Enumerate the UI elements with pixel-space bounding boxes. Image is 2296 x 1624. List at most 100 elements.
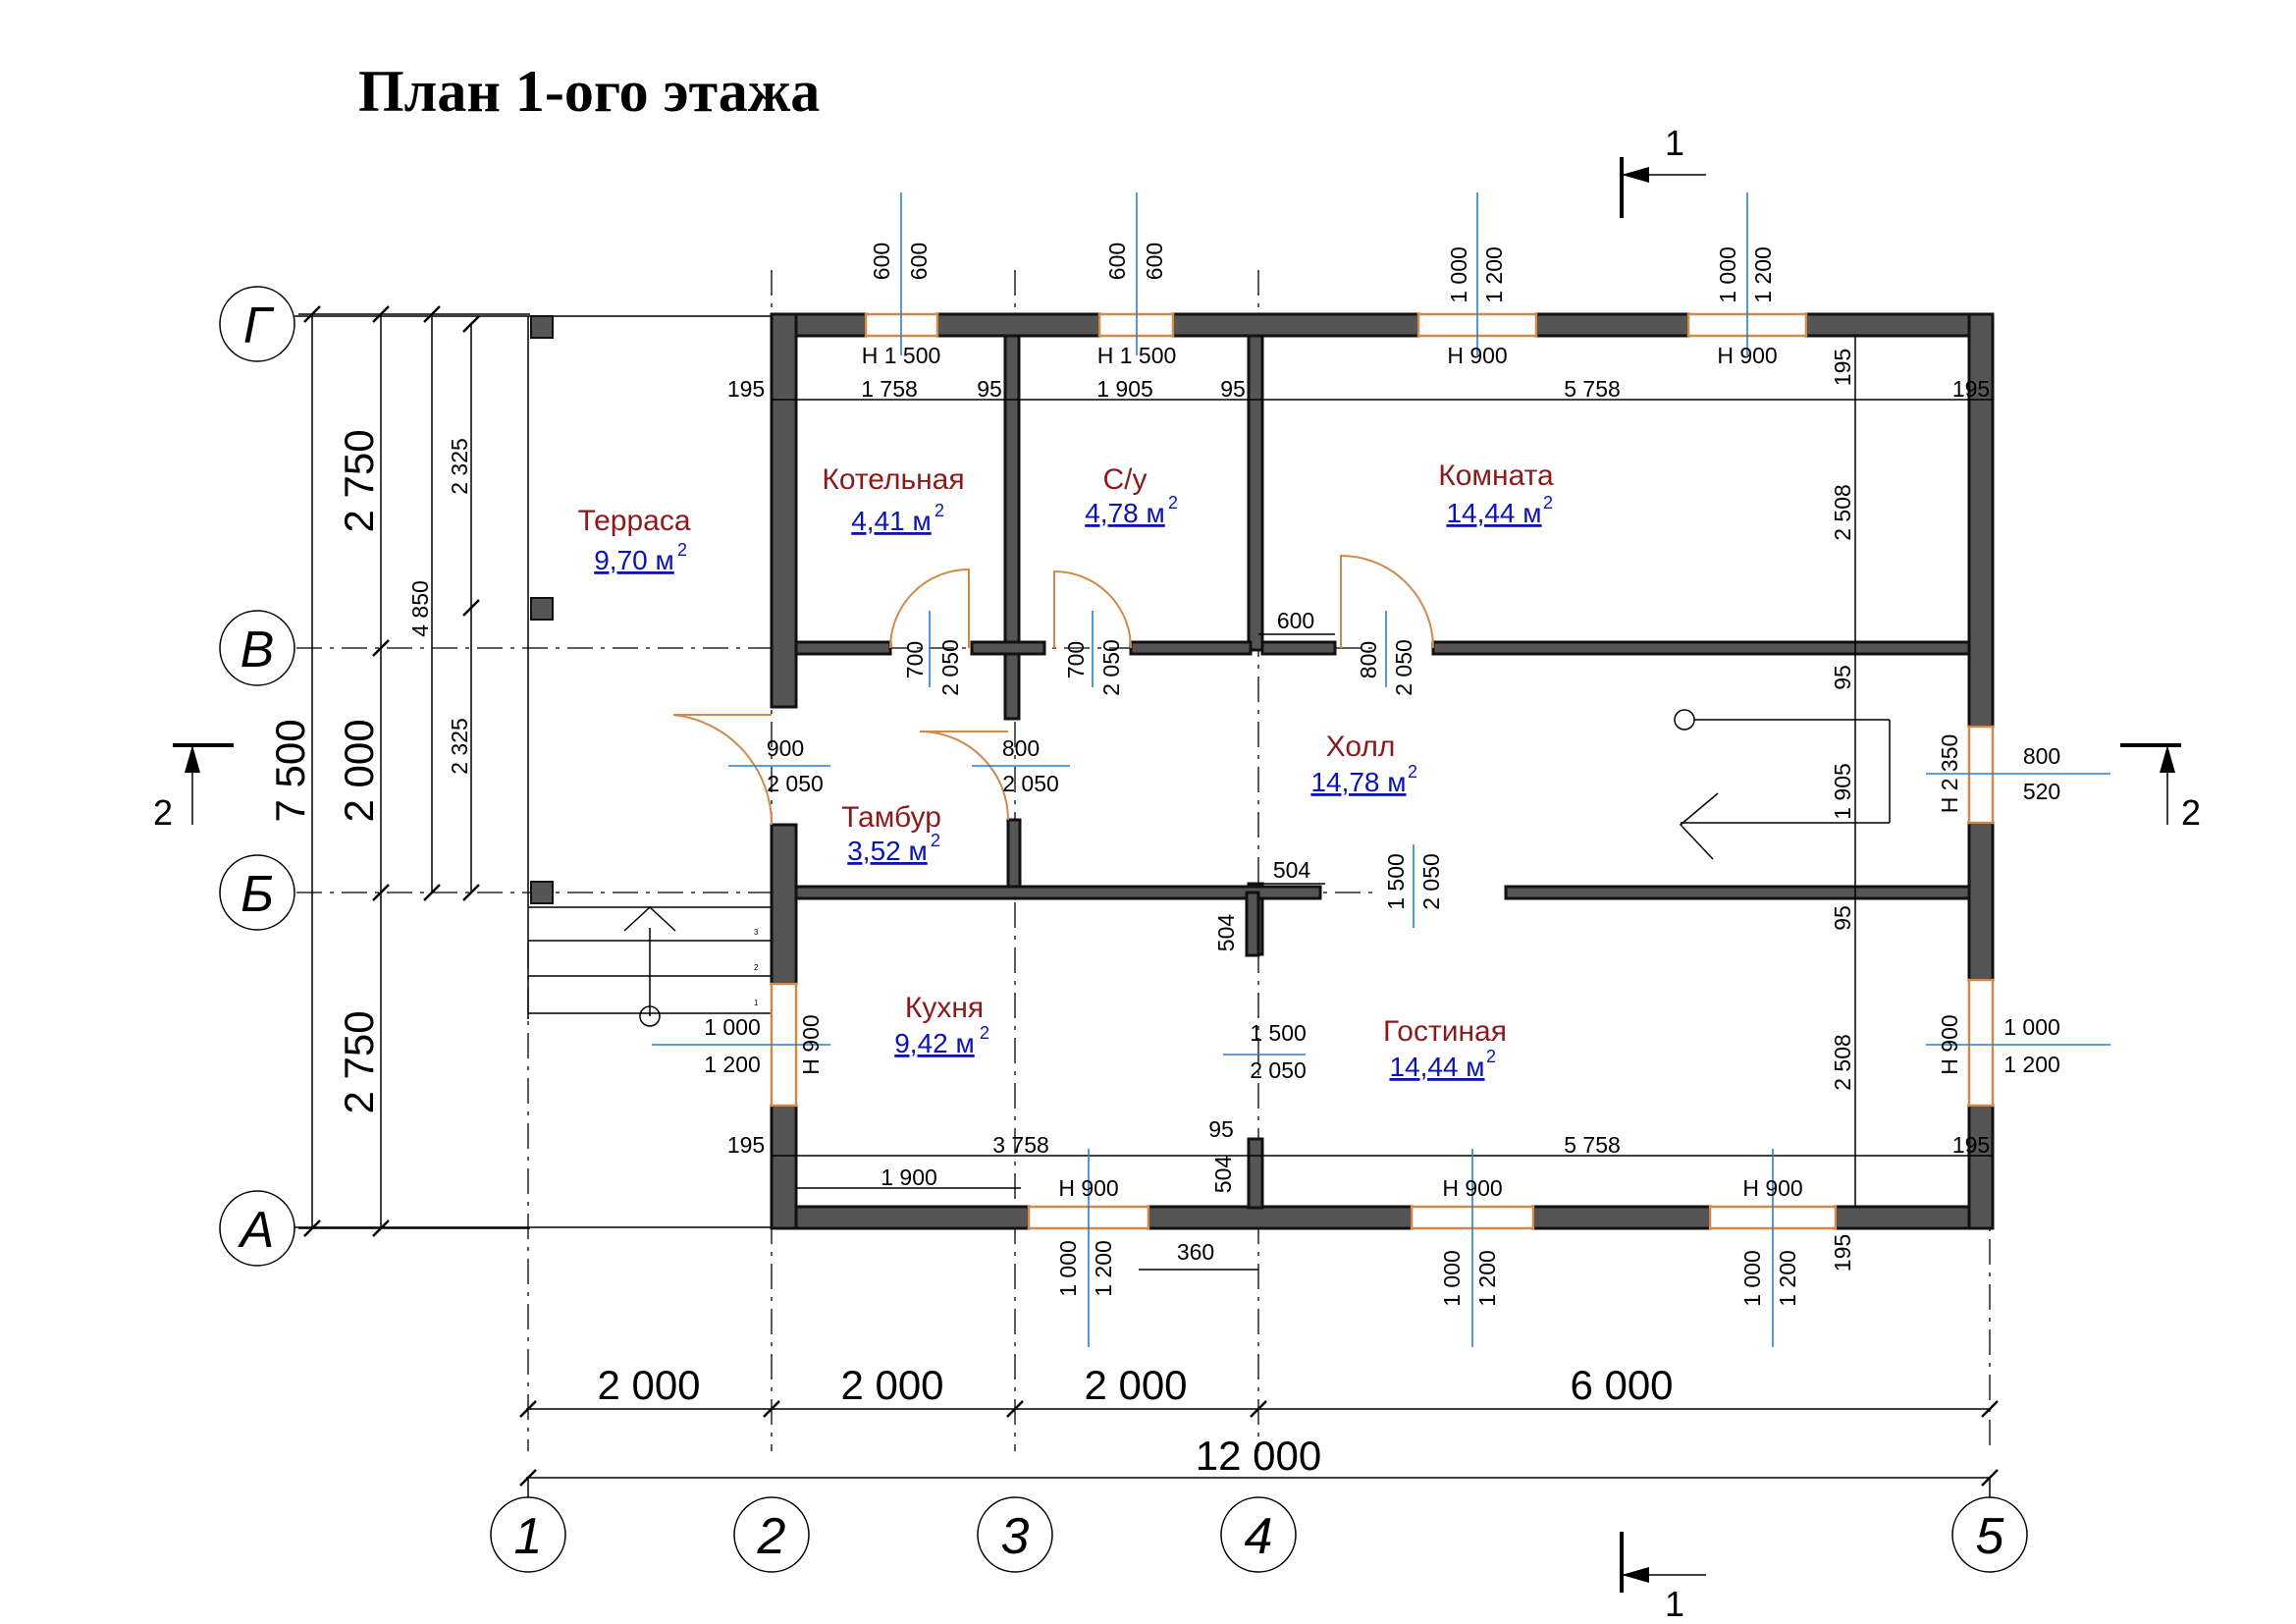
svg-text:2 050: 2 050 [937,639,963,696]
dim-total: 12 000 [1196,1433,1321,1479]
svg-text:1 758: 1 758 [861,376,918,402]
room-bedroom: Комната 14,44 м 2 [1438,460,1554,528]
dim-left-total: 7 500 [267,719,313,822]
area-superscript: 2 [677,540,687,560]
axis-bubble-1: 1 [490,1496,566,1573]
axis-bubble-3: 3 [977,1496,1053,1573]
svg-text:Н 900: Н 900 [1717,343,1777,368]
svg-text:2: 2 [757,1508,786,1565]
svg-text:520: 520 [2023,779,2060,804]
dim-span: 2 000 [1084,1362,1187,1408]
dim-left-outer: 2 750 [336,1010,382,1113]
svg-text:2 050: 2 050 [1250,1057,1307,1083]
svg-text:195: 195 [1830,1234,1855,1272]
room-area: 14,78 м [1310,767,1406,797]
stair-step-label: 3 [754,928,759,937]
svg-text:800: 800 [1002,735,1040,761]
room-vestibule: Тамбур 3,52 м 2 [841,801,941,866]
svg-text:1 000: 1 000 [1715,246,1740,303]
svg-text:95: 95 [1208,1116,1234,1142]
dim-span: 2 000 [840,1362,943,1408]
svg-text:700: 700 [1063,641,1089,678]
dim-terrace: 2 325 [447,438,472,495]
dim-left: 2 750 2 000 2 750 7 500 2 325 2 325 4 85… [267,305,530,1237]
area-superscript: 2 [1543,493,1553,513]
room-name: Терраса [577,505,690,537]
axis-bubble-V: В [219,610,295,686]
section-cuts: 1 1 2 2 [153,123,2201,1624]
room-area: 14,44 м [1446,498,1541,528]
area-superscript: 2 [1486,1047,1496,1066]
cut2-right-label: 2 [2181,792,2201,833]
area-superscript: 2 [934,501,944,520]
svg-text:1 905: 1 905 [1830,763,1855,820]
svg-text:1 000: 1 000 [1446,246,1471,303]
cut1-bottom-label: 1 [1665,1584,1684,1624]
cut2-left-label: 2 [153,792,173,833]
svg-text:800: 800 [2023,743,2060,769]
svg-text:700: 700 [902,641,928,678]
cut1-top-label: 1 [1665,123,1684,163]
svg-text:А: А [238,1202,275,1259]
area-superscript: 2 [1408,762,1417,782]
room-area: 9,70 м [594,545,674,575]
svg-text:1 000: 1 000 [1739,1250,1765,1307]
room-area: 9,42 м [894,1028,975,1058]
svg-text:Н 1 500: Н 1 500 [1097,343,1177,368]
svg-text:1 200: 1 200 [704,1052,761,1077]
axis-grid [296,270,1991,1451]
svg-text:1 200: 1 200 [1481,246,1507,303]
doors [672,554,1434,826]
svg-text:195: 195 [1952,376,1990,402]
svg-text:504: 504 [1213,914,1239,952]
room-living: Гостиная 14,44 м 2 [1383,1015,1507,1082]
svg-text:1 200: 1 200 [1775,1250,1800,1307]
svg-text:600: 600 [1142,243,1167,280]
svg-text:3: 3 [1001,1508,1030,1565]
room-hall: Холл 14,78 м 2 [1310,731,1417,797]
svg-text:2 050: 2 050 [767,771,824,796]
room-name: Кухня [905,992,984,1024]
axis-bubbles: 1 2 3 4 5 Г В Б А [219,286,2028,1573]
stairs: 3 2 1 [528,905,772,1027]
svg-text:5 758: 5 758 [1564,376,1621,402]
svg-text:1 000: 1 000 [1055,1240,1081,1297]
room-name: Тамбур [841,801,941,834]
svg-text:3 758: 3 758 [992,1132,1049,1158]
svg-text:1: 1 [514,1508,543,1565]
svg-text:1 200: 1 200 [1091,1240,1116,1297]
room-kitchen: Кухня 9,42 м 2 [894,992,989,1058]
svg-text:1 200: 1 200 [1750,246,1776,303]
svg-text:Б: Б [240,866,274,923]
area-superscript: 2 [931,831,940,850]
stair-step-label: 2 [754,963,759,972]
axis-bubble-2: 2 [733,1496,810,1573]
room-area: 3,52 м [847,836,928,866]
svg-text:5 758: 5 758 [1564,1132,1621,1158]
svg-text:2 508: 2 508 [1830,1034,1855,1091]
dim-left-outer: 2 750 [336,429,382,532]
plan-title: План 1-ого этажа [358,59,820,124]
dim-span: 2 000 [597,1362,700,1408]
svg-text:1 200: 1 200 [1474,1250,1500,1307]
svg-text:Н 1 500: Н 1 500 [862,343,941,368]
room-boiler: Котельная 4,41 м 2 [822,463,964,536]
svg-text:Н 900: Н 900 [1742,1175,1802,1201]
terrace-post [530,597,554,621]
svg-text:600: 600 [1277,608,1314,633]
room-name: Котельная [822,463,964,496]
area-superscript: 2 [980,1023,989,1043]
svg-text:2 508: 2 508 [1830,484,1855,541]
dim-terrace: 2 325 [447,718,472,775]
svg-text:95: 95 [1830,665,1855,690]
axis-bubble-4: 4 [1220,1496,1297,1573]
svg-text:Г: Г [243,298,275,354]
room-name: Комната [1438,460,1554,492]
room-bathroom: С/у 4,78 м 2 [1085,463,1178,528]
svg-text:2 050: 2 050 [1418,853,1444,910]
svg-text:504: 504 [1273,857,1311,883]
svg-text:1 200: 1 200 [2003,1052,2060,1077]
room-name: Гостиная [1383,1015,1507,1048]
room-labels: Терраса 9,70 м 2 Котельная 4,41 м 2 С/у … [577,460,1554,1082]
